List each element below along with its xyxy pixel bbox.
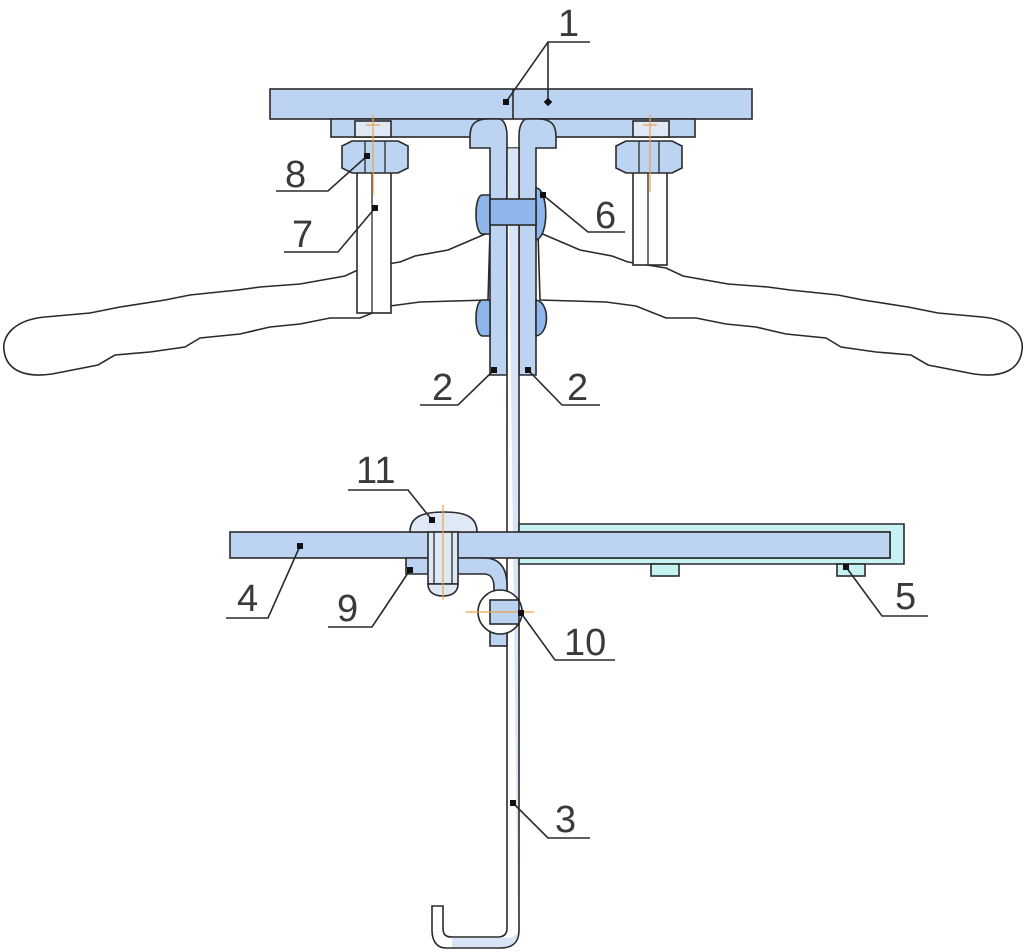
hook-rod [431, 147, 520, 949]
callout-7: 7 [284, 205, 378, 256]
callout-label-2-left: 2 [432, 367, 453, 409]
callout-label-9: 9 [337, 588, 358, 630]
callout-label-8: 8 [285, 154, 306, 196]
callout-2-left: 2 [420, 367, 497, 409]
callout-4: 4 [226, 543, 303, 620]
vertical-brackets [469, 118, 557, 376]
callout-6: 6 [540, 192, 625, 237]
callout-9: 9 [328, 567, 413, 630]
callout-label-5: 5 [895, 576, 916, 618]
callout-label-4: 4 [237, 578, 258, 620]
rod-left [356, 167, 392, 314]
callout-label-7: 7 [292, 214, 313, 256]
callout-label-3: 3 [555, 799, 576, 841]
callout-10: 10 [518, 610, 615, 664]
callout-3: 3 [510, 799, 590, 841]
callout-label-1: 1 [558, 3, 579, 45]
callout-11: 11 [348, 450, 435, 523]
horizontal-plate [229, 531, 891, 559]
centerlines [366, 115, 657, 195]
clamp [475, 187, 548, 337]
callout-8: 8 [276, 153, 370, 196]
callout-2-right: 2 [525, 367, 600, 409]
rod-right [632, 167, 668, 266]
callout-5: 5 [843, 564, 928, 618]
nut-right [615, 120, 683, 174]
callout-label-2-right: 2 [567, 367, 588, 409]
callout-label-11: 11 [356, 450, 395, 492]
threaded-rods [356, 167, 668, 314]
callout-label-6: 6 [595, 195, 616, 237]
callout-label-10: 10 [564, 622, 606, 664]
